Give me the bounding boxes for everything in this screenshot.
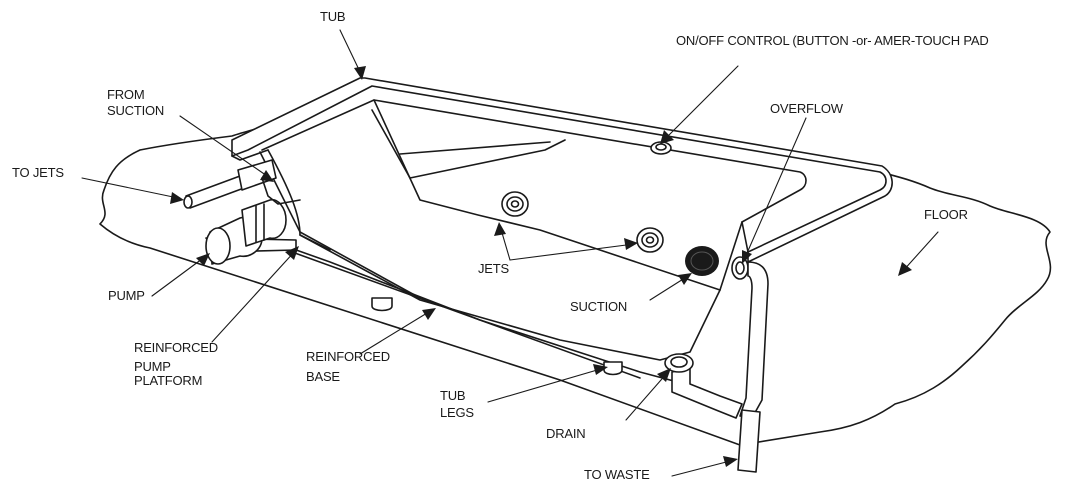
drain-pipe	[671, 367, 743, 419]
tub-basin-left-wall	[267, 149, 331, 251]
tub-basin-floor	[299, 234, 721, 361]
arrow-overflow	[742, 250, 752, 264]
label-suction: SUCTION	[570, 299, 628, 314]
pipe-elbow	[261, 177, 301, 205]
label-reinforced-base-line1: REINFORCED	[306, 349, 390, 364]
label-jets: JETS	[478, 261, 509, 276]
floor-outline	[99, 117, 1052, 446]
leader-from-suction	[179, 115, 271, 179]
arrow-tub-legs	[593, 364, 608, 375]
pump	[205, 198, 287, 265]
on-off-control-button	[650, 141, 672, 155]
label-overflow: OVERFLOW	[770, 101, 843, 116]
arrow-suction	[678, 273, 692, 285]
arrow-from-suction	[260, 170, 274, 182]
waste-pipe-vertical	[737, 409, 761, 473]
overflow-fitting	[731, 256, 749, 280]
leader-on-off-control	[663, 65, 739, 141]
suction-fitting	[685, 246, 719, 276]
leader-to-jets	[81, 177, 179, 199]
label-to-waste: TO WASTE	[584, 467, 650, 482]
tub-rim-inner	[261, 99, 807, 223]
leader-overflow	[743, 117, 807, 261]
label-tub-legs-line2: LEGS	[440, 405, 474, 420]
label-pump-platform-line1: REINFORCED	[134, 340, 218, 355]
tub-skirt	[231, 149, 269, 161]
label-drain: DRAIN	[546, 426, 586, 441]
leader-floor	[901, 231, 939, 273]
label-pump-platform-line3: PLATFORM	[134, 373, 203, 388]
arrow-to-jets	[170, 192, 184, 204]
arrow-reinforced-base	[422, 308, 436, 320]
arrow-pump-platform	[285, 246, 299, 260]
tub-leg-2	[603, 361, 623, 376]
label-to-jets: TO JETS	[12, 165, 64, 180]
arrow-tub	[354, 66, 366, 80]
arrow-on-off-control	[660, 130, 674, 144]
label-from-suction-line2: SUCTION	[107, 103, 165, 118]
arrow-jets-left	[494, 222, 506, 236]
tub-right-wall	[719, 221, 749, 291]
leader-drain	[625, 371, 669, 421]
leader-reinforced-base	[359, 309, 433, 355]
arrow-pump	[196, 253, 210, 266]
tub-base-line-2	[269, 243, 641, 379]
arrow-jets-right	[624, 238, 638, 250]
label-pump: PUMP	[108, 288, 145, 303]
tub-basin-step	[371, 109, 566, 179]
leader-pump-platform	[211, 249, 297, 343]
jet-left	[501, 191, 529, 217]
tub-leg-1	[371, 297, 393, 312]
pipe-from-suction	[237, 159, 277, 191]
leader-jets-right	[509, 243, 635, 261]
pipe-end	[183, 195, 193, 209]
label-reinforced-base-line2: BASE	[306, 369, 340, 384]
arrow-drain	[657, 368, 671, 382]
label-on-off-control: ON/OFF CONTROL (BUTTON -or- AMER-TOUCH P…	[676, 33, 989, 48]
jet-right	[636, 227, 664, 253]
label-pump-platform-line2: PUMP	[134, 359, 171, 374]
leader-to-waste	[671, 459, 735, 477]
tub-basin-back	[373, 99, 721, 291]
leader-pump	[151, 255, 207, 297]
label-tub: TUB	[320, 9, 346, 24]
label-floor: FLOOR	[924, 207, 968, 222]
label-tub-legs-line1: TUB	[440, 388, 466, 403]
pipe-to-jets	[185, 175, 245, 209]
label-from-suction-line1: FROM	[107, 87, 145, 102]
leader-tub-legs	[487, 367, 605, 403]
drain-fitting	[664, 353, 694, 373]
overflow-pipe	[739, 261, 769, 419]
arrow-to-waste	[723, 456, 738, 467]
arrow-floor	[898, 262, 912, 276]
